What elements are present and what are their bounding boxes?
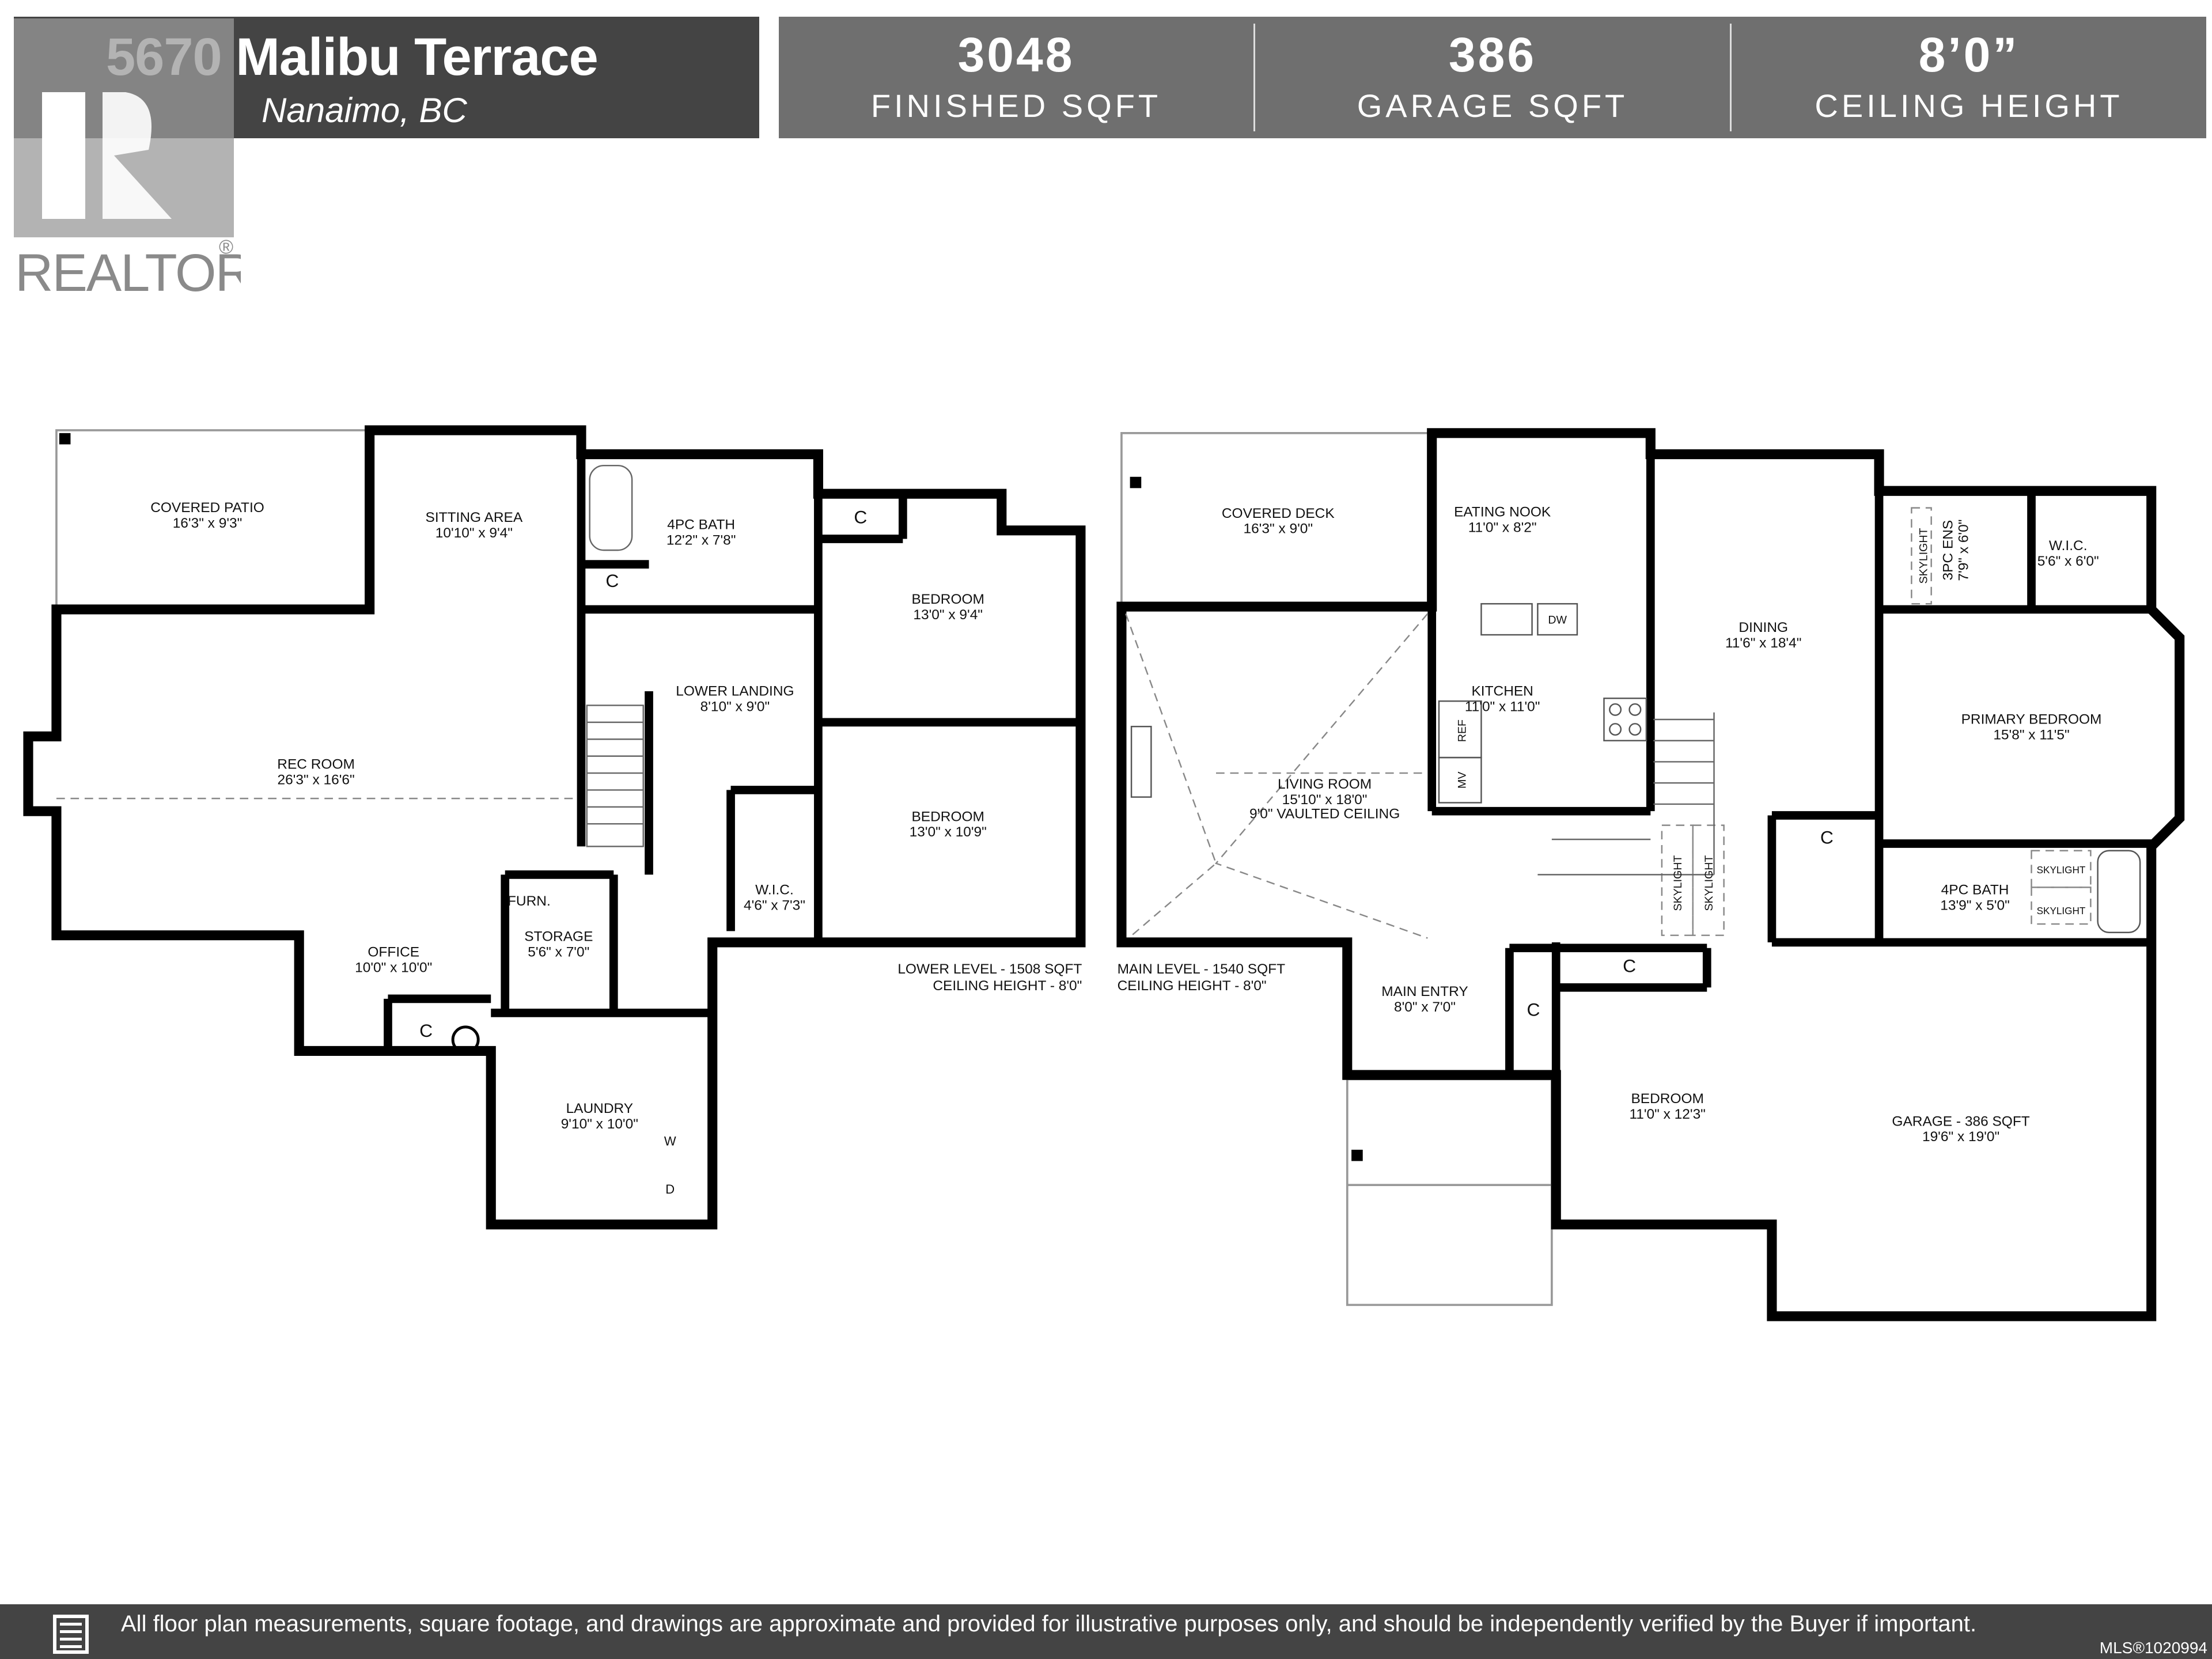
room-dims: 10'10" x 9'4" [435,525,513,541]
room-dims: 9'10" x 10'0" [561,1116,638,1132]
room-name: 3PC ENS [1940,520,1956,581]
lower-level-ceiling: CEILING HEIGHT - 8'0" [933,978,1082,994]
room-name: 4PC BATH [1941,882,2009,898]
furnace-label: FURN. [507,893,551,909]
room-name: GARAGE - 386 SQFT [1892,1113,2029,1129]
room-dims: 11'0" x 8'2" [1468,520,1537,535]
closet-label: C [419,1020,433,1041]
room-name: DINING [1738,620,1788,635]
room-extra: 9'0" VAULTED CEILING [1249,806,1400,821]
room-dims: 11'0" x 12'3" [1629,1107,1705,1122]
room-name: PRIMARY BEDROOM [1961,711,2102,727]
room-name: OFFICE [368,944,419,960]
room-name: 4PC BATH [667,517,735,532]
skylight-label: SKYLIGHT [2037,905,2086,916]
disclaimer-text: All floor plan measurements, square foot… [121,1611,1977,1637]
washer-label: W [664,1134,676,1149]
room-name: COVERED PATIO [150,500,264,516]
skylight-label: SKYLIGHT [1672,855,1684,911]
stat-ceiling-height: 8’0” CEILING HEIGHT [1732,24,2206,131]
svg-text:®: ® [219,236,233,258]
room-name: REC ROOM [277,757,355,772]
skylight-label: SKYLIGHT [2037,864,2086,876]
closet-label: C [605,570,619,591]
stat-value: 3048 [957,28,1075,82]
room-dims: 7'9" x 6'0" [1956,520,1971,581]
document-icon [53,1615,89,1654]
closet-label: C [1527,999,1540,1020]
room-dims: 15'10" x 18'0" [1282,792,1368,808]
closet-label: C [854,507,867,528]
room-name: SITTING AREA [426,510,523,525]
stat-garage-sqft: 386 GARAGE SQFT [1255,24,1732,131]
room-name: LOWER LANDING [676,683,794,699]
room-dims: 8'0" x 7'0" [1394,999,1456,1015]
room-name: BEDROOM [911,592,984,607]
room-name: W.I.C. [755,882,794,898]
main-level-ceiling: CEILING HEIGHT - 8'0" [1118,978,1267,994]
room-dims: 12'2" x 7'8" [666,532,736,548]
realtor-logo: REALTOR ® [14,18,241,294]
room-name: MAIN ENTRY [1381,984,1468,999]
footer-bar: All floor plan measurements, square foot… [0,1604,2212,1659]
main-level-plan [1116,428,2185,1321]
room-dims: 15'8" x 11'5" [1993,727,2069,743]
room-dims: 10'0" x 10'0" [355,960,432,975]
microwave-label: MV [1456,772,1468,789]
closet-label: C [1623,955,1636,976]
room-name: LIVING ROOM [1278,777,1372,792]
stat-label: FINISHED SQFT [870,88,1162,124]
stat-value: 386 [1448,28,1537,82]
room-dims: 4'6" x 7'3" [744,898,805,914]
stats-bar: 3048 FINISHED SQFT 386 GARAGE SQFT 8’0” … [779,17,2206,138]
room-name: LAUNDRY [566,1101,634,1116]
stat-label: GARAGE SQFT [1357,88,1628,124]
room-name: BEDROOM [911,809,984,824]
room-dims: 13'0" x 10'9" [910,824,987,840]
room-dims: 5'6" x 7'0" [528,944,589,960]
lower-level-note: LOWER LEVEL - 1508 SQFT [897,961,1082,977]
skylight-label: SKYLIGHT [1703,855,1715,911]
room-dims: 16'3" x 9'3" [173,516,243,531]
room-name: BEDROOM [1631,1091,1703,1107]
room-name: COVERED DECK [1222,506,1335,521]
room-name: EATING NOOK [1454,504,1551,520]
lower-level-plan [23,425,1086,1230]
room-dims: 19'6" x 19'0" [1922,1129,1999,1145]
room-dims: 11'0" x 11'0" [1465,699,1540,714]
dryer-label: D [665,1182,675,1196]
room-dims: 16'3" x 9'0" [1243,521,1313,537]
stat-value: 8’0” [1918,28,2020,82]
room-name: KITCHEN [1471,683,1533,699]
room-name: STORAGE [524,929,593,944]
fridge-label: REF [1456,719,1468,742]
mls-number: MLS®1020994 [2099,1639,2207,1657]
room-dims: 5'6" x 6'0" [2037,554,2099,569]
room-dims: 11'6" x 18'4" [1725,635,1801,651]
main-level-note: MAIN LEVEL - 1540 SQFT [1118,961,1286,977]
skylight-label: SKYLIGHT [1917,528,1930,584]
stat-finished-sqft: 3048 FINISHED SQFT [779,24,1255,131]
room-dims: 8'10" x 9'0" [700,699,770,714]
room-dims: 26'3" x 16'6" [277,772,354,788]
property-city: Nanaimo, BC [262,91,467,130]
room-name: W.I.C. [2049,538,2088,554]
dishwasher-label: DW [1548,613,1567,626]
closet-label: C [1820,827,1834,847]
stat-label: CEILING HEIGHT [1815,88,2123,124]
svg-text:REALTOR: REALTOR [15,244,241,294]
room-dims: 13'9" x 5'0" [1940,898,2010,914]
room-dims: 13'0" x 9'4" [913,607,983,623]
